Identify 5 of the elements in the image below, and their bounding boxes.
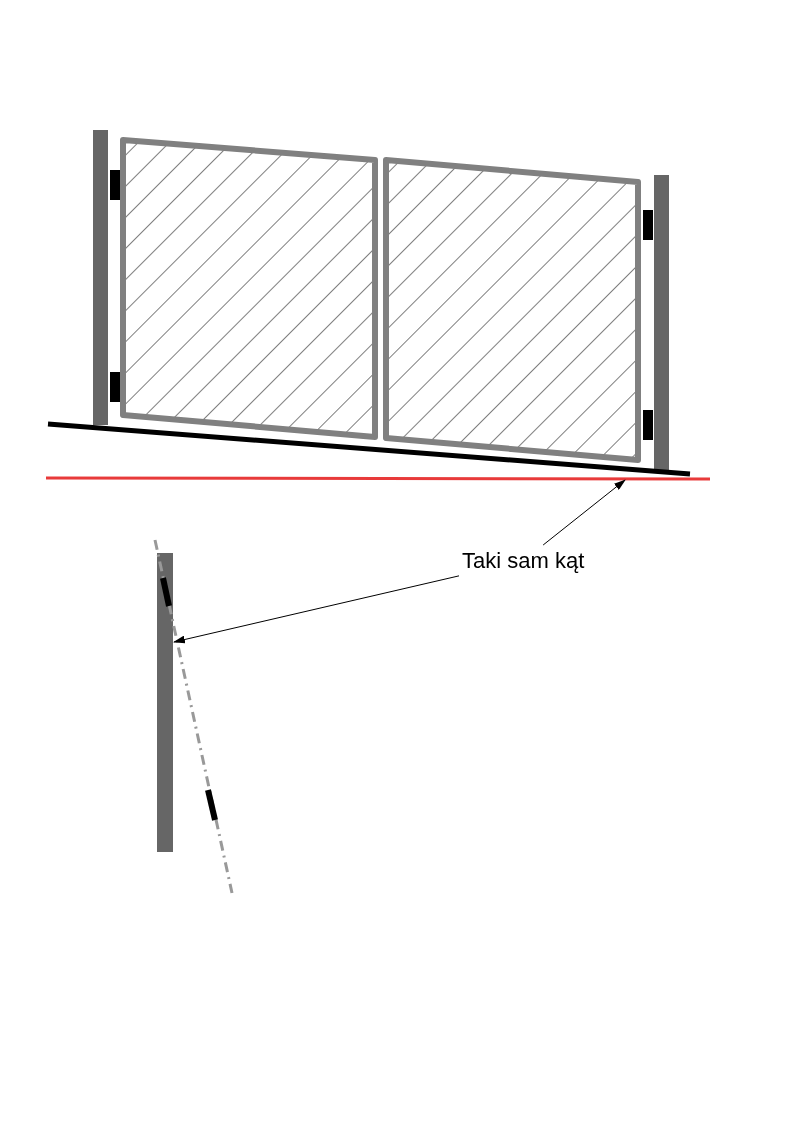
post [157, 553, 173, 852]
ground-line [47, 421, 691, 477]
callout-text: Taki sam kąt [462, 548, 585, 574]
leader-line [542, 479, 626, 546]
leader-line [173, 575, 460, 644]
